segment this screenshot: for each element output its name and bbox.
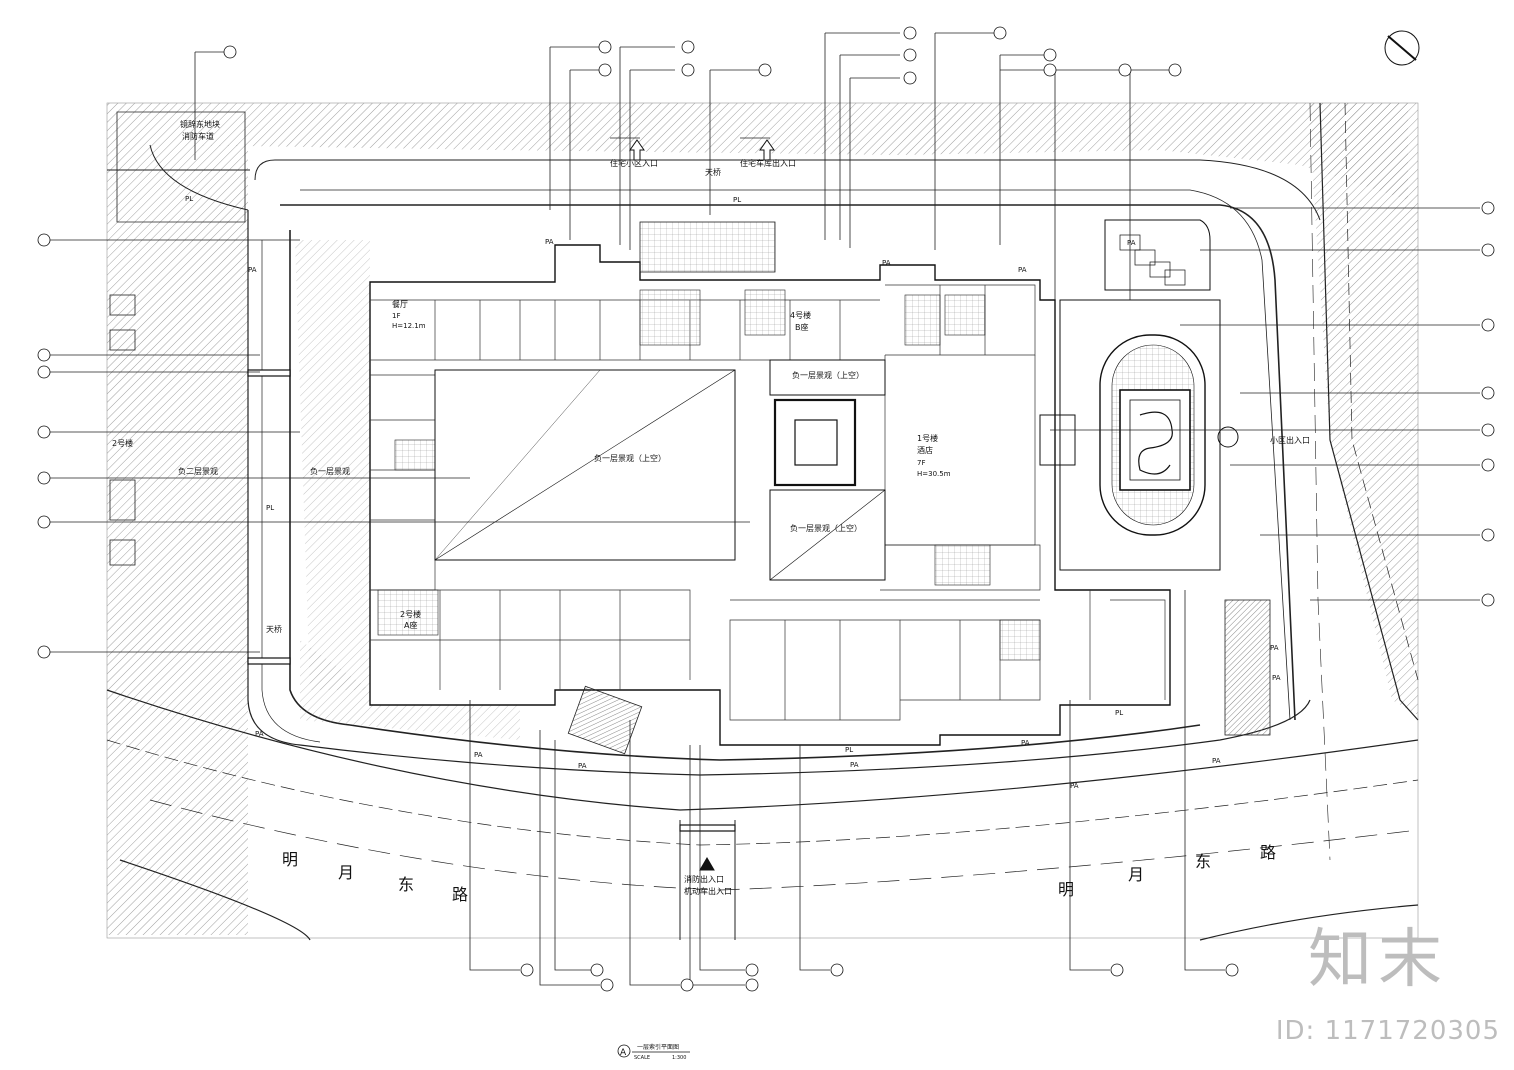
pl-tag: PL — [266, 504, 274, 512]
restaurant-label: 餐厅 — [392, 300, 408, 309]
tower-b-sub: B座 — [795, 322, 809, 332]
pl-tag: PL — [1115, 709, 1123, 717]
plan-labels: 镜辞东地块 消防车道 住宅小区入口 天桥 住宅车库出入口 天桥 餐厅 1F H=… — [112, 119, 1310, 904]
pa-tag: PA — [1127, 239, 1136, 247]
landscape-lawn — [295, 240, 520, 740]
drawing-title-block: A 一层索引平面图 SCALE 1:300 — [617, 1043, 690, 1061]
index-callout-markers — [37, 26, 1495, 992]
road-name-right-3: 东 — [1195, 852, 1211, 871]
overpass-label-top: 天桥 — [705, 167, 721, 177]
watermark-logo: 知末 — [1308, 923, 1448, 997]
entrance-label-residential: 住宅小区入口 — [610, 158, 658, 168]
pa-tag: PA — [1212, 757, 1221, 765]
zone-label-north-2: 消防车道 — [182, 131, 214, 141]
pa-tag: PA — [248, 266, 257, 274]
pa-tag: PA — [1021, 739, 1030, 747]
tower-b-label: 4号楼 — [790, 310, 811, 320]
road-name-right-2: 月 — [1128, 865, 1144, 884]
drawing-scale-value: 1:300 — [672, 1055, 686, 1061]
overpass-label-left: 天桥 — [266, 624, 282, 634]
landscape-label-lower: 负一层景观（上空） — [790, 523, 862, 533]
pl-tag: PL — [185, 195, 193, 203]
pa-tag: PA — [545, 238, 554, 246]
building-cores — [377, 221, 1271, 755]
tower-a-sub: A座 — [404, 620, 417, 630]
road-name-left-4: 路 — [452, 885, 468, 904]
entrance-label-parking: 住宅车库出入口 — [740, 158, 796, 168]
hotel-height: H=30.5m — [917, 470, 951, 478]
pa-tag: PA — [1270, 644, 1279, 652]
landscape-label-b2: 负二层景观 — [178, 466, 218, 476]
east-plaza — [1039, 219, 1239, 571]
drawing-scale-label: SCALE — [634, 1055, 650, 1061]
vehicle-entrance-label: 机动车出入口 — [684, 886, 732, 896]
restaurant-floors: 1F — [392, 312, 400, 320]
pa-tag: PA — [255, 730, 264, 738]
road-name-left-1: 明 — [282, 850, 298, 869]
landscape-label-b1: 负一层景观 — [310, 466, 350, 476]
pa-tag: PA — [578, 762, 587, 770]
landscape-label-top-right: 负一层景观（上空） — [792, 370, 864, 380]
watermark-id: ID: 1171720305 — [1275, 1016, 1500, 1046]
road-name-right-4: 路 — [1260, 843, 1276, 862]
road-name-left-2: 月 — [338, 863, 354, 882]
pa-tag: PA — [1272, 674, 1281, 682]
north-arrow-icon — [1384, 30, 1420, 66]
pa-tag: PA — [882, 259, 891, 267]
left-tower-label: 2号楼 — [112, 438, 133, 448]
restaurant-height: H=12.1m — [392, 322, 426, 330]
hotel-label: 1号楼 — [917, 433, 938, 443]
index-leader-lines — [50, 32, 1480, 986]
title-symbol: A — [620, 1048, 627, 1058]
entrance-arrows — [629, 139, 775, 871]
drawing-title: 一层索引平面图 — [637, 1043, 679, 1051]
east-entrance-label: 小区出入口 — [1270, 435, 1310, 445]
road-name-right-1: 明 — [1058, 880, 1074, 899]
hotel-type: 酒店 — [917, 445, 933, 455]
courtyard-voids — [434, 359, 886, 581]
hatched-boundary — [106, 102, 1419, 939]
tower-a-label: 2号楼 — [400, 609, 421, 619]
left-tower-blocks — [109, 294, 136, 566]
pa-tag: PA — [850, 761, 859, 769]
hotel-floors: 7F — [917, 459, 925, 467]
landscape-label-center: 负一层景观（上空） — [594, 453, 666, 463]
pa-tag: PA — [1070, 782, 1079, 790]
pl-tag: PL — [733, 196, 741, 204]
fire-entrance-label: 消防出入口 — [684, 874, 724, 884]
road-name-left-3: 东 — [398, 875, 414, 894]
pa-tag: PA — [1018, 266, 1027, 274]
overpass-bands — [247, 369, 736, 832]
pa-tag: PA — [474, 751, 483, 759]
zone-label-north-1: 镜辞东地块 — [180, 119, 220, 129]
pl-tag: PL — [845, 746, 853, 754]
